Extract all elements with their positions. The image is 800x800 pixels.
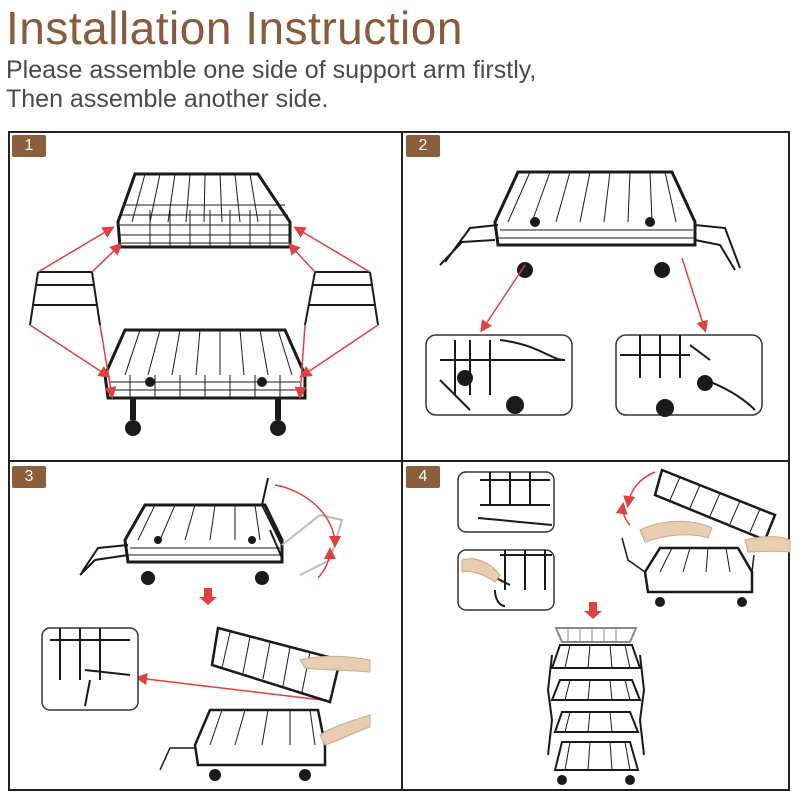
side-arms-step-2 bbox=[439, 224, 741, 271]
arrows-step-4 bbox=[615, 471, 656, 526]
page-title: Installation Instruction bbox=[6, 2, 463, 54]
step-1-badge: 1 bbox=[12, 135, 46, 157]
ghost-arm-step-3 bbox=[281, 513, 344, 576]
down-arrow-step-4 bbox=[584, 602, 602, 619]
step-4-badge: 4 bbox=[406, 466, 440, 488]
basket-step-4 bbox=[621, 537, 755, 594]
instruction-line-2: Then assemble another side. bbox=[6, 85, 329, 113]
step-3-badge: 3 bbox=[12, 466, 46, 488]
detail-left-parts bbox=[439, 339, 566, 414]
basket-step-2 bbox=[493, 170, 697, 247]
wheels-step-2 bbox=[517, 217, 670, 278]
lower-basket-step-3 bbox=[159, 708, 327, 771]
down-arrow-step-3 bbox=[199, 588, 217, 605]
detail-box-left bbox=[425, 334, 573, 416]
detail-step-3-parts bbox=[50, 628, 131, 707]
support-arm-right bbox=[304, 271, 379, 326]
tilted-basket-step-3 bbox=[210, 626, 342, 704]
wheels-lower-step-3 bbox=[209, 769, 311, 781]
basket-step-3 bbox=[123, 503, 284, 564]
hands-step-3 bbox=[299, 655, 371, 746]
instruction-text: Please assemble one side of support arm … bbox=[6, 56, 536, 114]
instruction-line-1: Please assemble one side of support arm … bbox=[6, 56, 537, 84]
stacked-baskets-step-4 bbox=[546, 627, 646, 771]
step-2-badge: 2 bbox=[406, 135, 440, 157]
hands-step-4 bbox=[639, 520, 791, 553]
wheels-step-1 bbox=[125, 377, 286, 436]
hand-detail-step-4b bbox=[461, 558, 501, 583]
detail-box-step-3 bbox=[41, 627, 139, 711]
detail-step-4a-parts bbox=[477, 472, 553, 526]
detail-right-parts bbox=[620, 335, 756, 417]
side-arms-step-3 bbox=[79, 477, 283, 576]
assembly-arrows-step-1 bbox=[29, 226, 379, 399]
horizontal-divider bbox=[8, 460, 790, 462]
arrows-step-2 bbox=[480, 257, 708, 333]
wheels-step-3 bbox=[141, 536, 269, 585]
arrows-step-3 bbox=[135, 484, 341, 701]
wheels-step-4 bbox=[655, 597, 747, 607]
wheels-stack-step-4 bbox=[557, 775, 635, 785]
support-arm-left bbox=[29, 271, 101, 326]
